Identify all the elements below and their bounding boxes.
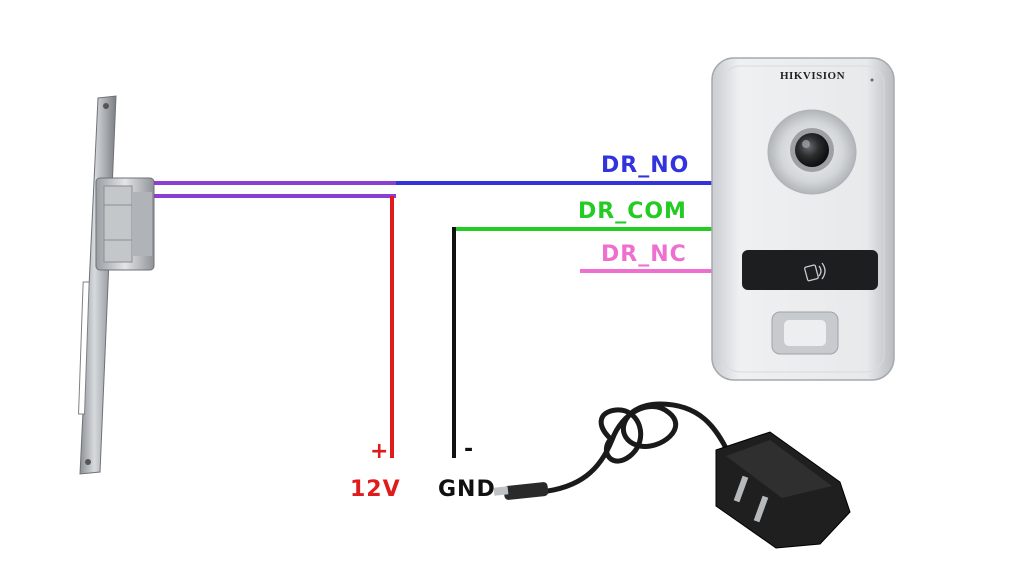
plug-pin-right [753,495,769,523]
card-reader-panel [742,250,878,290]
label-12v: 12V [350,477,401,502]
brand-logo: HIKVISION [780,70,845,82]
door-station: HIKVISION [711,57,895,381]
camera-lens-icon [795,133,829,167]
wires [154,181,712,458]
plug-pin-left [733,475,749,503]
door-strike-lock [78,95,155,475]
dc-plug [503,482,549,500]
label-minus: - [464,437,474,462]
label-plus: + [370,439,389,464]
rfid-card-icon [804,262,826,282]
label-dr-nc: DR_NC [601,242,687,267]
label-dr-no: DR_NO [601,153,689,178]
label-dr-com: DR_COM [578,199,687,224]
label-gnd: GND [438,477,496,502]
power-adapter [493,401,851,549]
